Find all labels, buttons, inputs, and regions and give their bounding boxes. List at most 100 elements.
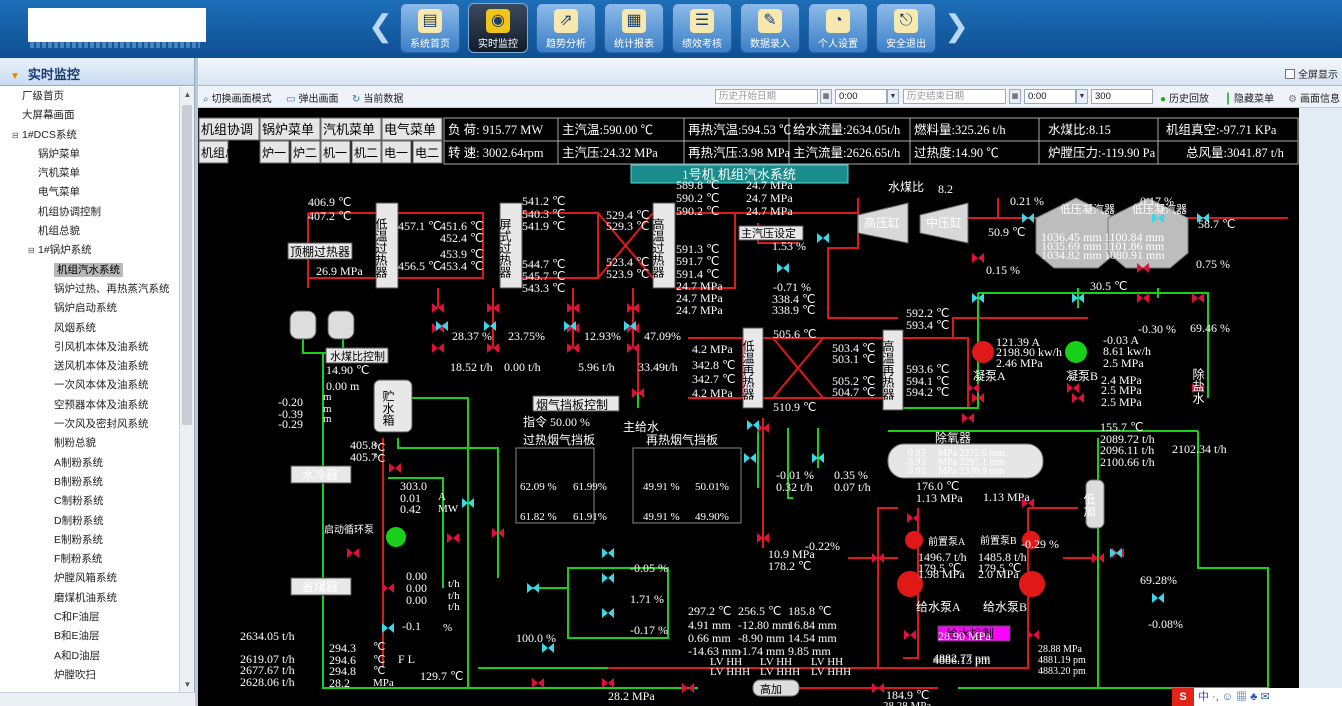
valve-icon[interactable]	[1072, 293, 1084, 303]
scada-menu-button[interactable]	[381, 140, 412, 164]
sidebar-tree-item[interactable]: A和D油层	[0, 647, 179, 666]
valve-icon[interactable]	[972, 393, 984, 403]
valve-icon[interactable]	[972, 253, 984, 263]
valve-icon[interactable]	[447, 533, 459, 543]
scada-menu-label[interactable]: 炉一	[262, 146, 286, 160]
valve-icon[interactable]	[564, 321, 576, 331]
nav-home-button[interactable]: ▤系统首页	[400, 3, 460, 53]
sidebar-tree-item[interactable]: B和E油层	[0, 627, 179, 646]
valve-icon[interactable]	[1022, 213, 1034, 223]
scada-menu-label[interactable]: 锅炉菜单	[262, 122, 314, 137]
sidebar-tree-item[interactable]: 大屏幕画面	[0, 106, 179, 125]
sidebar-tree-item[interactable]: 制粉总貌	[0, 434, 179, 453]
valve-icon[interactable]	[812, 453, 824, 463]
valve-icon[interactable]	[542, 643, 554, 653]
history-playback-button[interactable]: ●历史回放	[1160, 94, 1210, 105]
valve-icon[interactable]	[757, 533, 769, 543]
valve-icon[interactable]	[527, 583, 539, 593]
valve-icon[interactable]	[904, 630, 916, 640]
scada-menu-button[interactable]	[351, 140, 382, 164]
calendar-icon[interactable]: ▦	[820, 89, 832, 104]
screen-info-button[interactable]: ⚙画面信息	[1288, 94, 1340, 105]
sidebar-tree-item[interactable]: F制粉系统	[0, 550, 179, 569]
valve-icon[interactable]	[1067, 383, 1079, 393]
valve-icon[interactable]	[1027, 630, 1039, 640]
scada-menu-button[interactable]	[198, 140, 229, 164]
scada-menu-label[interactable]: 机组协调	[201, 122, 253, 137]
valve-icon[interactable]	[627, 303, 639, 313]
history-end-input[interactable]: 历史结束日期	[903, 89, 1006, 104]
valve-icon[interactable]	[484, 321, 496, 331]
valve-icon[interactable]	[487, 343, 499, 353]
sidebar-header[interactable]: ▼实时监控	[0, 58, 194, 86]
valve-icon[interactable]	[602, 573, 614, 583]
vertical-scrollbar[interactable]: ▲▼	[179, 87, 194, 692]
valve-icon[interactable]	[1110, 548, 1122, 558]
valve-icon[interactable]	[567, 343, 579, 353]
valve-icon[interactable]	[382, 623, 394, 633]
scada-menu-button[interactable]	[320, 140, 351, 164]
count-input[interactable]: 300	[1091, 89, 1153, 104]
sidebar-tree-item[interactable]: 锅炉过热、再热蒸汽系统	[0, 280, 179, 299]
valve-icon[interactable]	[1152, 213, 1164, 223]
valve-icon[interactable]	[602, 678, 614, 688]
sidebar-tree-item[interactable]: 磨煤机油系统	[0, 589, 179, 608]
chevron-down-icon[interactable]: ▼	[887, 89, 899, 104]
sidebar-tree-item[interactable]: 厂级首页	[0, 87, 179, 106]
valve-icon[interactable]	[432, 303, 444, 313]
valve-icon[interactable]	[747, 420, 759, 430]
sidebar-tree-item[interactable]: 锅炉启动系统	[0, 299, 179, 318]
valve-icon[interactable]	[972, 293, 984, 303]
sidebar-tree-item[interactable]: 风烟系统	[0, 319, 179, 338]
valve-icon[interactable]	[1137, 293, 1149, 303]
hide-menu-button[interactable]: ┃隐藏菜单	[1225, 94, 1275, 105]
chevron-down-icon[interactable]: ▼	[1076, 89, 1088, 104]
valve-icon[interactable]	[962, 413, 974, 423]
valve-icon[interactable]	[602, 548, 614, 558]
sidebar-tree-item[interactable]: 机组总貌	[0, 222, 179, 241]
valve-icon[interactable]	[436, 321, 448, 331]
sidebar-tree-item[interactable]: C制粉系统	[0, 492, 179, 511]
nav-next-arrow[interactable]: ❯	[944, 10, 970, 43]
valve-icon[interactable]	[907, 513, 919, 523]
sidebar-tree-item[interactable]: D制粉系统	[0, 512, 179, 531]
start-time-select[interactable]: 0:00	[835, 89, 887, 104]
nav-trend-button[interactable]: ⇗趋势分析	[536, 3, 596, 53]
scada-menu-button[interactable]	[412, 140, 443, 164]
sidebar-tree-item[interactable]: 炉膛吹扫	[0, 666, 179, 685]
valve-icon[interactable]	[817, 233, 829, 243]
valve-icon[interactable]	[532, 678, 544, 688]
valve-icon[interactable]	[1022, 498, 1034, 508]
scada-menu-label[interactable]: 电气菜单	[384, 122, 436, 137]
sidebar-tree-item[interactable]: 汽机菜单	[0, 164, 179, 183]
tree-toggle-icon[interactable]: ⊟	[12, 130, 19, 140]
scada-menu-label[interactable]: 汽机菜单	[323, 122, 375, 137]
valve-icon[interactable]	[777, 263, 789, 273]
end-time-select[interactable]: 0:00	[1024, 89, 1076, 104]
sidebar-tree-item[interactable]: 电气菜单	[0, 183, 179, 202]
valve-icon[interactable]	[432, 343, 444, 353]
sidebar-tree-item[interactable]: ⊟1#DCS系统	[0, 126, 179, 145]
valve-icon[interactable]	[872, 683, 884, 693]
scroll-down-icon[interactable]: ▼	[183, 680, 192, 689]
scada-menu-button[interactable]	[320, 117, 382, 141]
scada-menu-label[interactable]: 机一	[323, 146, 347, 160]
valve-icon[interactable]	[632, 388, 644, 398]
scada-menu-label[interactable]: 机组总貌	[201, 145, 249, 160]
scroll-up-icon[interactable]: ▲	[183, 90, 192, 99]
checkbox-icon[interactable]	[1285, 69, 1295, 79]
sidebar-tree-item[interactable]: 送风机本体及油系统	[0, 357, 179, 376]
valve-icon[interactable]	[1192, 293, 1204, 303]
scada-menu-button[interactable]	[198, 117, 260, 141]
valve-icon[interactable]	[602, 608, 614, 618]
sidebar-tree-item[interactable]: 锅炉菜单	[0, 145, 179, 164]
valve-icon[interactable]	[967, 383, 979, 393]
valve-icon[interactable]	[382, 583, 394, 593]
sidebar-tree-item[interactable]: 机组协调控制	[0, 203, 179, 222]
sidebar-tree-item[interactable]: 一次风本体及油系统	[0, 376, 179, 395]
horizontal-scrollbar[interactable]	[0, 692, 195, 706]
sidebar-tree-item[interactable]: E制粉系统	[0, 531, 179, 550]
sidebar-tree-item[interactable]: 引风机本体及油系统	[0, 338, 179, 357]
scada-menu-label[interactable]: 机二	[354, 146, 378, 160]
valve-icon[interactable]	[492, 528, 504, 538]
